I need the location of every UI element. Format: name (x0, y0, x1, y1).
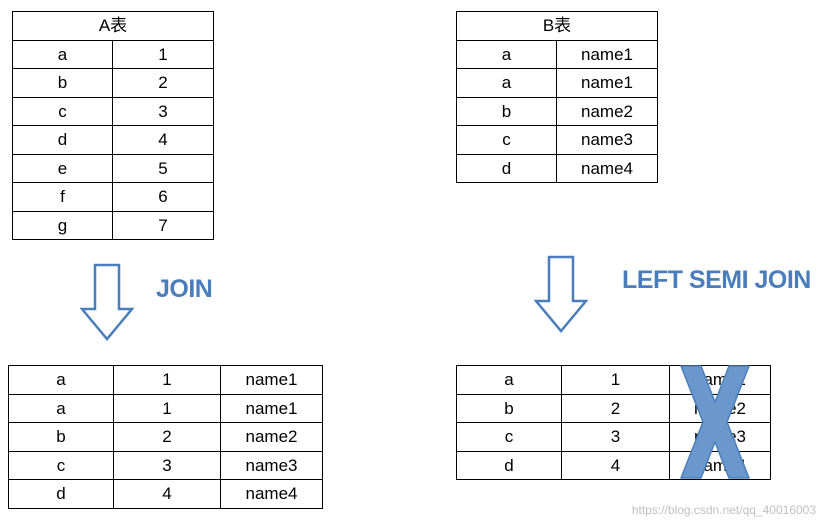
table-cell: b (456, 96, 557, 126)
table-cell: 2 (112, 68, 214, 98)
table-cell: 2 (113, 422, 221, 452)
table-cell: a (456, 68, 557, 98)
table-cell: c (456, 125, 557, 155)
table-cell: 1 (113, 365, 221, 395)
table-cell: 1 (113, 393, 221, 423)
table-cell: name3 (220, 450, 323, 480)
table-cell: name2 (556, 96, 658, 126)
table-cell: name1 (220, 393, 323, 423)
table-cell: d (12, 125, 113, 155)
table-cell: c (456, 422, 562, 452)
table-cell: 4 (112, 125, 214, 155)
table-cell: b (12, 68, 113, 98)
table-a-title: A表 (12, 11, 214, 41)
table-cell: name4 (556, 153, 658, 183)
table-cell: 3 (112, 96, 214, 126)
table-cell: name1 (556, 39, 658, 69)
table-cell: a (8, 393, 114, 423)
join-label: JOIN (156, 275, 213, 303)
table-cell: name1 (556, 68, 658, 98)
left-semi-join-label: LEFT SEMI JOIN (622, 266, 811, 294)
table-cell: g (12, 210, 113, 240)
table-cell: name3 (556, 125, 658, 155)
table-cell: d (456, 153, 557, 183)
table-cell: d (8, 479, 114, 509)
table-cell: a (456, 365, 562, 395)
table-cell: a (12, 39, 113, 69)
table-cell: f (12, 182, 113, 212)
table-cell: c (8, 450, 114, 480)
table-cell: b (456, 393, 562, 423)
table-cell: 4 (561, 450, 670, 480)
table-b-title: B表 (456, 11, 658, 41)
table-cell: 1 (561, 365, 670, 395)
watermark-text: https://blog.csdn.net/qq_40016003 (631, 503, 816, 517)
cross-out-icon (680, 365, 750, 479)
table-cell: 4 (113, 479, 221, 509)
table-cell: 6 (112, 182, 214, 212)
table-cell: name1 (220, 365, 323, 395)
table-cell: d (456, 450, 562, 480)
table-cell: c (12, 96, 113, 126)
table-cell: a (456, 39, 557, 69)
table-cell: 3 (561, 422, 670, 452)
table-cell: 3 (113, 450, 221, 480)
arrow-down-icon (80, 263, 134, 341)
table-cell: name2 (220, 422, 323, 452)
table-cell: b (8, 422, 114, 452)
table-cell: 1 (112, 39, 214, 69)
arrow-down-icon (534, 255, 588, 333)
table-cell: e (12, 153, 113, 183)
table-cell: name4 (220, 479, 323, 509)
table-cell: a (8, 365, 114, 395)
table-cell: 5 (112, 153, 214, 183)
table-cell: 2 (561, 393, 670, 423)
table-cell: 7 (112, 210, 214, 240)
